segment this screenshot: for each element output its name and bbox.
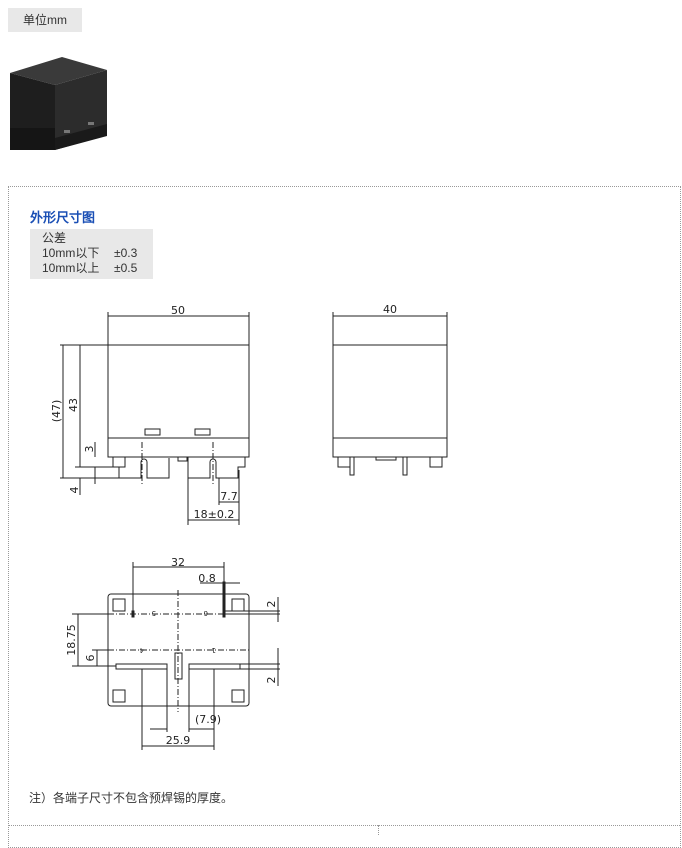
pin-number: 6 — [203, 609, 208, 617]
dim-7-7: 7.7 — [220, 490, 238, 503]
dim-7-9: (7.9) — [195, 713, 221, 726]
section-title: 外形尺寸图 — [30, 210, 96, 225]
dim-4: 4 — [68, 487, 81, 494]
dim-height-47: (47) — [50, 400, 63, 423]
dim-width-50: 50 — [171, 304, 185, 317]
divider — [378, 825, 379, 835]
pin-numbers: 5 6 4 1 — [139, 609, 216, 654]
dim-32: 32 — [171, 556, 185, 569]
unit-label: 单位mm — [8, 8, 82, 32]
dim-2-top: 2 — [265, 601, 278, 608]
pin-number: 1 — [212, 646, 216, 654]
relay-product-photo — [10, 57, 107, 150]
dimension-drawing: 50 (47) 43 3 4 7.7 18±0.2 40 32 0.8 2 18… — [50, 303, 448, 750]
side-view — [332, 312, 448, 476]
tolerance-range: 10mm以上 — [42, 261, 100, 275]
dim-6: 6 — [84, 655, 97, 662]
dim-width-40: 40 — [383, 303, 397, 316]
dim-25-9: 25.9 — [166, 734, 191, 747]
dim-0-8: 0.8 — [198, 572, 216, 585]
pin-number: 4 — [139, 646, 144, 654]
dim-height-43: 43 — [67, 398, 80, 412]
dim-18-75: 18.75 — [65, 624, 78, 656]
front-view — [60, 312, 250, 525]
dim-2-bottom: 2 — [265, 677, 278, 684]
footnote: 注）各端子尺寸不包含预焊锡的厚度。 — [29, 791, 234, 805]
divider — [8, 825, 680, 826]
tolerance-box: 公差 10mm以下 ±0.3 10mm以上 ±0.5 — [30, 229, 153, 279]
bottom-view — [72, 562, 280, 750]
tolerance-value: ±0.3 — [114, 246, 138, 260]
tolerance-value: ±0.5 — [114, 261, 138, 275]
tolerance-range: 10mm以下 — [42, 246, 100, 260]
tolerance-heading: 公差 — [42, 231, 67, 245]
pin-number: 5 — [152, 609, 156, 617]
dim-3: 3 — [83, 446, 96, 453]
dim-18: 18±0.2 — [194, 508, 235, 521]
